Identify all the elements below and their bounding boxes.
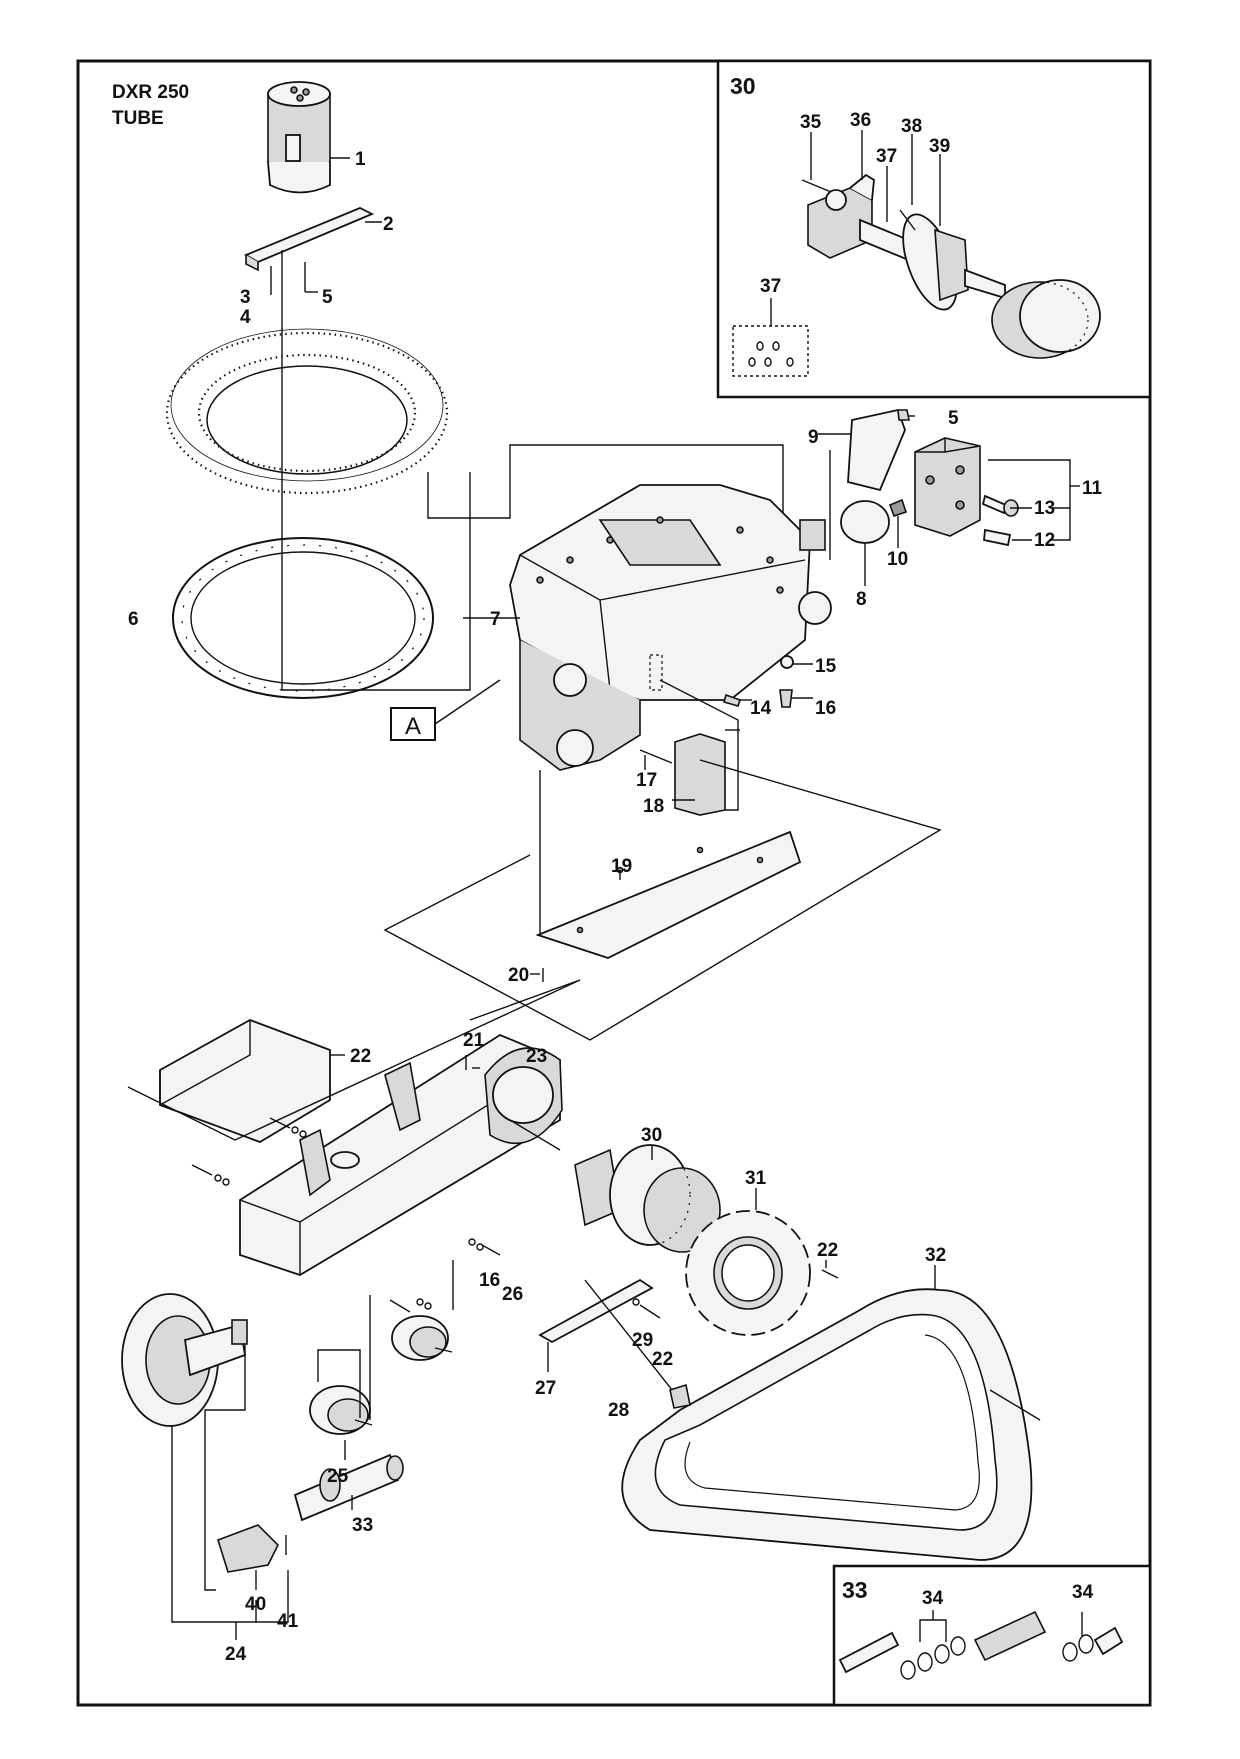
drive-motor xyxy=(574,1144,721,1253)
callout-32: 32 xyxy=(925,1245,946,1266)
callout-12: 12 xyxy=(1034,530,1055,551)
callout-18: 18 xyxy=(643,796,664,817)
model-subtitle: TUBE xyxy=(112,108,164,129)
callout-4: 4 xyxy=(240,307,251,328)
turntable-frame xyxy=(463,484,832,771)
callout-35: 35 xyxy=(800,112,822,133)
callout-20: 20 xyxy=(508,965,529,986)
idler-wheel xyxy=(121,1293,248,1427)
callout-17: 17 xyxy=(636,770,657,791)
track-frame xyxy=(239,1033,563,1276)
callout-26: 26 xyxy=(502,1284,523,1305)
callout-22-cover: 22 xyxy=(350,1046,371,1067)
callout-21: 21 xyxy=(463,1030,485,1051)
callout-8: 8 xyxy=(856,589,867,610)
cover-plate xyxy=(847,408,906,492)
track-cover xyxy=(159,1019,331,1143)
callout-10: 10 xyxy=(887,549,908,570)
callout-6: 6 xyxy=(128,609,139,630)
callout-16-top: 16 xyxy=(815,698,836,719)
track-rollers xyxy=(309,1315,453,1435)
clamp-block xyxy=(674,733,726,816)
callout-36: 36 xyxy=(850,110,871,131)
callout-5-valve: 5 xyxy=(948,408,959,429)
tension-plate xyxy=(538,1278,654,1344)
callout-3: 3 xyxy=(240,287,251,308)
callout-22-plate: 22 xyxy=(652,1349,673,1370)
callout-14: 14 xyxy=(750,698,772,719)
accumulator xyxy=(840,500,890,544)
callout-33: 33 xyxy=(352,1515,373,1536)
callout-1: 1 xyxy=(355,149,366,170)
callout-15: 15 xyxy=(815,656,837,677)
callout-5-top: 5 xyxy=(322,287,333,308)
callout-2: 2 xyxy=(383,214,394,235)
callout-7: 7 xyxy=(490,609,501,630)
callout-40: 40 xyxy=(245,1594,266,1615)
rubber-track xyxy=(621,1288,1033,1561)
callout-29: 29 xyxy=(632,1330,653,1351)
callout-19: 19 xyxy=(611,856,632,877)
bottom-plate xyxy=(535,830,802,959)
inset-30-number: 30 xyxy=(730,73,756,99)
callout-34-left: 34 xyxy=(922,1588,944,1609)
inset-30-drive-motor: 30 35 36 37 38 39 37 xyxy=(716,59,1152,399)
callout-13: 13 xyxy=(1034,498,1055,519)
callout-37-kit: 37 xyxy=(760,276,781,297)
grease-tensioner xyxy=(293,1453,400,1522)
callout-11: 11 xyxy=(1082,478,1103,499)
callout-37: 37 xyxy=(876,146,897,167)
model-title: DXR 250 xyxy=(112,82,189,103)
inset-33-pin-kit: 33 34 34 xyxy=(832,1564,1152,1707)
callout-24: 24 xyxy=(225,1644,247,1665)
callout-31: 31 xyxy=(745,1168,767,1189)
callout-39: 39 xyxy=(929,136,950,157)
callout-41: 41 xyxy=(277,1611,299,1632)
tensioner-clamp xyxy=(217,1524,279,1573)
inset-33-number: 33 xyxy=(842,1577,868,1603)
callout-38: 38 xyxy=(901,116,922,137)
outer-frame xyxy=(76,59,1152,1707)
callout-9: 9 xyxy=(808,427,819,448)
sprocket xyxy=(685,1210,811,1336)
callout-22-sprocket: 22 xyxy=(817,1240,838,1261)
callout-23: 23 xyxy=(526,1046,547,1067)
callout-16-frame: 16 xyxy=(479,1270,500,1291)
rotary-joint-assembly xyxy=(243,81,382,295)
callout-27: 27 xyxy=(535,1378,556,1399)
reference-box-a-label: A xyxy=(405,713,421,740)
callout-30: 30 xyxy=(641,1125,662,1146)
callout-28: 28 xyxy=(608,1400,629,1421)
callout-25: 25 xyxy=(327,1466,349,1487)
callout-34-right: 34 xyxy=(1072,1582,1094,1603)
ring-gasket xyxy=(172,537,434,699)
slewing-ring xyxy=(165,328,449,495)
valve-block xyxy=(914,437,1080,547)
